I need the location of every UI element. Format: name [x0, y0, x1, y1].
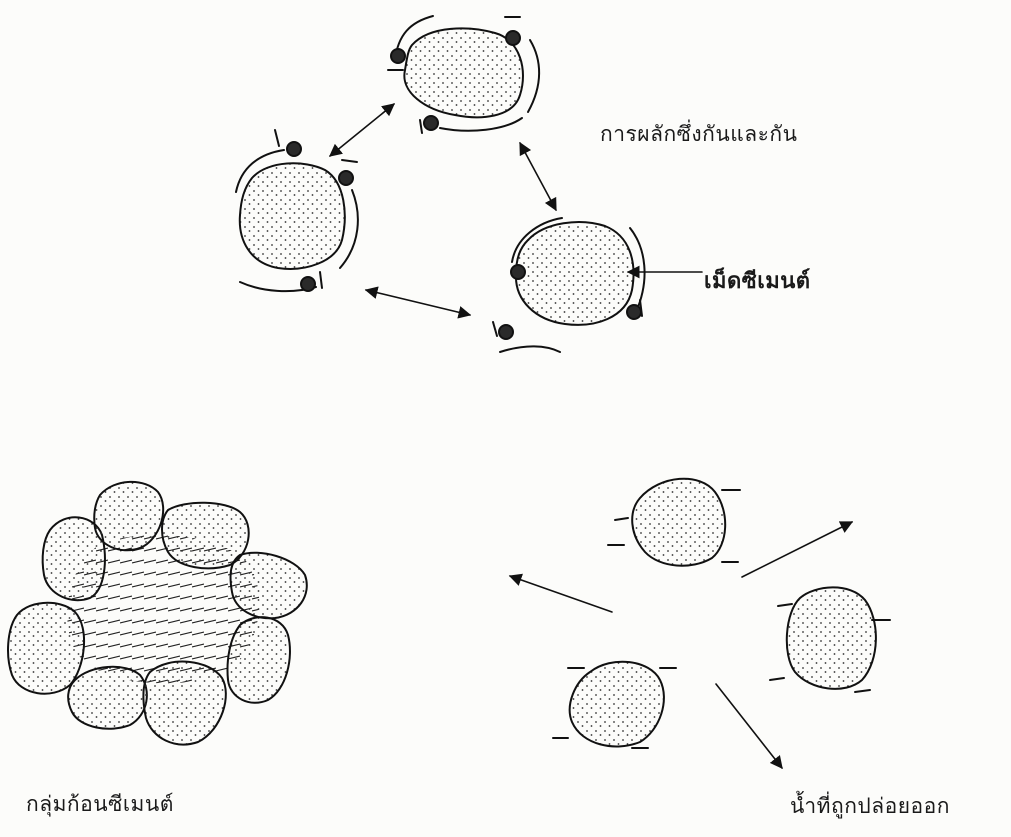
adsorbed-molecule-icon — [627, 305, 641, 319]
negative-charge-icon — [778, 604, 792, 606]
adsorbed-molecule-icon — [424, 116, 438, 130]
dispersion-arrow — [510, 576, 612, 612]
repulsion-arrow — [330, 104, 394, 156]
adsorbed-molecule-icon — [511, 265, 525, 279]
dispersed-grains — [553, 479, 890, 748]
adsorbed-molecule-icon — [287, 142, 301, 156]
released-water-arrow — [716, 684, 782, 768]
negative-charge-icon — [275, 130, 279, 146]
label-mutual-repulsion: การผลักซึ่งกันและกัน — [600, 118, 798, 151]
label-cement-floc: กลุ่มก้อนซีเมนต์ — [26, 788, 174, 821]
repulsion-arrow — [520, 143, 556, 210]
cement-grain-top — [388, 16, 539, 133]
repulsion-arrow — [366, 290, 470, 315]
negative-charge-icon — [420, 120, 422, 133]
dispersion-arrow — [742, 522, 852, 577]
label-cement-grain: เม็ดซีเมนต์ — [704, 263, 811, 298]
adsorbed-molecule-icon — [499, 325, 513, 339]
negative-charge-icon — [615, 518, 628, 520]
negative-charge-icon — [320, 272, 322, 288]
negative-charge-icon — [493, 322, 497, 336]
negative-charge-icon — [342, 160, 357, 162]
negative-charge-icon — [855, 690, 870, 692]
adsorbed-molecule-icon — [506, 31, 520, 45]
cement-floc — [8, 482, 307, 745]
adsorbed-molecule-icon — [301, 277, 315, 291]
cement-grain-left — [236, 130, 358, 291]
negative-charge-icon — [770, 678, 784, 680]
label-released-water: น้ำที่ถูกปล่อยออก — [790, 790, 950, 823]
cement-grain-right — [493, 218, 645, 352]
adsorbed-molecule-icon — [339, 171, 353, 185]
adsorbed-molecule-icon — [391, 49, 405, 63]
